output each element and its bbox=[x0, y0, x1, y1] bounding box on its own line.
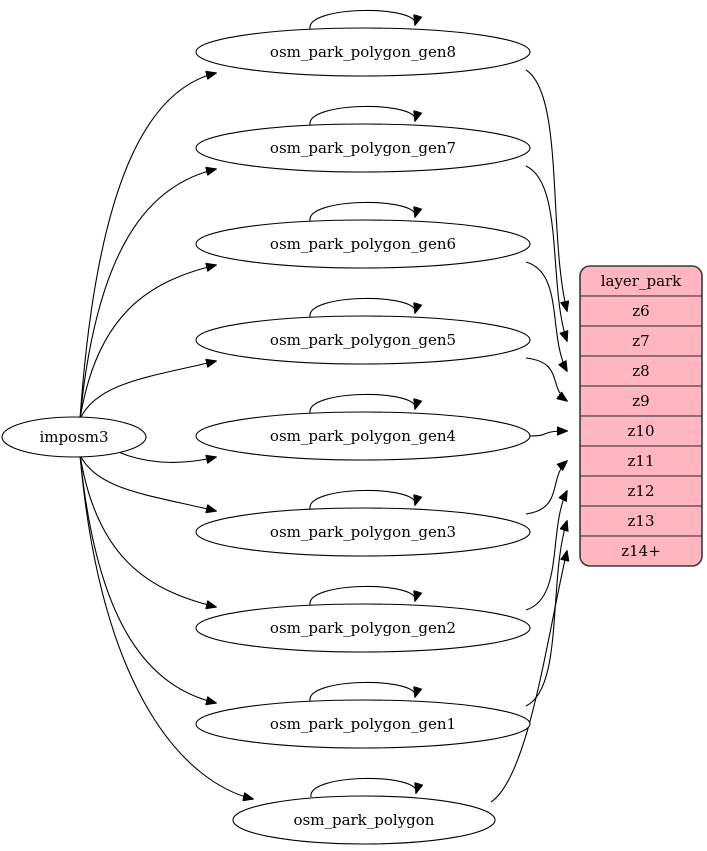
node-ellipse bbox=[195, 699, 531, 749]
table-row-label-z10: z10 bbox=[628, 422, 655, 440]
edge-base-to-z14+ bbox=[490, 551, 567, 803]
table-node-gen3[interactable]: osm_park_polygon_gen3 bbox=[195, 507, 531, 557]
self-loop-gen7 bbox=[309, 105, 415, 126]
edge-imposm3-to-gen2 bbox=[79, 454, 216, 607]
table-header-label: layer_park bbox=[601, 272, 682, 290]
self-loop-gen3 bbox=[309, 489, 415, 510]
table-row-z9[interactable] bbox=[580, 385, 702, 417]
self-loop-gen4 bbox=[309, 393, 415, 414]
self-loop-gen1 bbox=[309, 681, 415, 702]
table-row-label-z9: z9 bbox=[632, 392, 649, 410]
self-loop-gen5 bbox=[309, 297, 415, 318]
table-row-label-z14+: z14+ bbox=[621, 542, 661, 560]
table-row-z13[interactable] bbox=[580, 505, 702, 537]
node-label: osm_park_polygon_gen5 bbox=[270, 331, 456, 349]
table-row-z12[interactable] bbox=[580, 475, 702, 507]
table-node-gen4[interactable]: osm_park_polygon_gen4 bbox=[195, 411, 531, 461]
edges-imposm3-to-tables bbox=[79, 73, 253, 799]
table-row-z11[interactable] bbox=[580, 445, 702, 477]
self-loop-gen2 bbox=[309, 585, 415, 606]
self-loop-gen6 bbox=[309, 201, 415, 222]
self-loop-edges bbox=[309, 9, 416, 798]
edge-gen6-to-z8 bbox=[525, 261, 567, 371]
table-row-z10[interactable] bbox=[580, 415, 702, 447]
edge-gen8-to-z6 bbox=[525, 69, 567, 311]
table-row-label-z8: z8 bbox=[632, 362, 649, 380]
table-node-gen8[interactable]: osm_park_polygon_gen8 bbox=[195, 27, 531, 77]
table-row-label-z6: z6 bbox=[632, 302, 649, 320]
table-row-z14+[interactable] bbox=[580, 535, 702, 566]
table-row-label-z12: z12 bbox=[628, 482, 655, 500]
edge-gen1-to-z13 bbox=[525, 521, 567, 707]
edge-gen2-to-z12 bbox=[525, 491, 567, 611]
table-row-label-z11: z11 bbox=[628, 452, 655, 470]
imposm3-ellipse bbox=[1, 416, 147, 458]
table-node-gen1[interactable]: osm_park_polygon_gen1 bbox=[195, 699, 531, 749]
node-ellipse bbox=[232, 795, 496, 845]
node-label: osm_park_polygon_gen8 bbox=[270, 43, 456, 61]
table-node-gen6[interactable]: osm_park_polygon_gen6 bbox=[195, 219, 531, 269]
table-row-label-z13: z13 bbox=[628, 512, 655, 530]
table-node-base[interactable]: osm_park_polygon bbox=[232, 795, 496, 845]
node-ellipse bbox=[195, 507, 531, 557]
node-ellipse bbox=[195, 27, 531, 77]
edge-imposm3-to-gen8 bbox=[79, 73, 216, 420]
table-outline bbox=[579, 265, 703, 567]
table-node-gen2[interactable]: osm_park_polygon_gen2 bbox=[195, 603, 531, 653]
node-ellipse bbox=[195, 219, 531, 269]
node-ellipse bbox=[195, 411, 531, 461]
table-row-label-z7: z7 bbox=[632, 332, 649, 350]
source-node-imposm3[interactable]: imposm3 bbox=[1, 416, 147, 458]
edges-tables-to-layer bbox=[490, 69, 567, 803]
node-ellipse bbox=[195, 603, 531, 653]
edge-imposm3-to-gen1 bbox=[79, 454, 216, 703]
edge-imposm3-to-gen5 bbox=[79, 361, 216, 420]
edge-imposm3-to-gen7 bbox=[79, 169, 216, 420]
node-label: osm_park_polygon_gen4 bbox=[270, 427, 456, 445]
layer-park-table: layer_park z6 z7 z8 z9 z10 z11 z12 z13 z14+ bbox=[579, 265, 703, 567]
table-row-z7[interactable] bbox=[580, 325, 702, 357]
node-label: osm_park_polygon bbox=[294, 811, 435, 829]
imposm3-label: imposm3 bbox=[39, 428, 108, 446]
edge-imposm3-to-base bbox=[79, 454, 253, 799]
node-label: osm_park_polygon_gen1 bbox=[270, 715, 456, 733]
node-label: osm_park_polygon_gen7 bbox=[270, 139, 456, 157]
self-loop-base bbox=[310, 777, 416, 798]
table-node-gen5[interactable]: osm_park_polygon_gen5 bbox=[195, 315, 531, 365]
self-loop-gen8 bbox=[309, 9, 415, 30]
edge-gen3-to-z11 bbox=[525, 461, 567, 515]
table-body: layer_park z6 z7 z8 z9 z10 z11 z12 z13 z14+ bbox=[580, 266, 702, 566]
node-label: osm_park_polygon_gen6 bbox=[270, 235, 456, 253]
node-ellipse bbox=[195, 315, 531, 365]
node-label: osm_park_polygon_gen3 bbox=[270, 523, 456, 541]
edge-imposm3-to-gen6 bbox=[79, 265, 216, 420]
node-ellipse bbox=[195, 123, 531, 173]
process-nodes: osm_park_polygon_gen8 osm_park_polygon_ge… bbox=[195, 27, 531, 845]
table-node-gen7[interactable]: osm_park_polygon_gen7 bbox=[195, 123, 531, 173]
node-label: osm_park_polygon_gen2 bbox=[270, 619, 456, 637]
edge-gen7-to-z7 bbox=[525, 165, 567, 341]
edge-gen4-to-z10 bbox=[529, 431, 567, 437]
edge-gen5-to-z9 bbox=[525, 357, 567, 401]
edge-imposm3-to-gen3 bbox=[79, 454, 216, 511]
